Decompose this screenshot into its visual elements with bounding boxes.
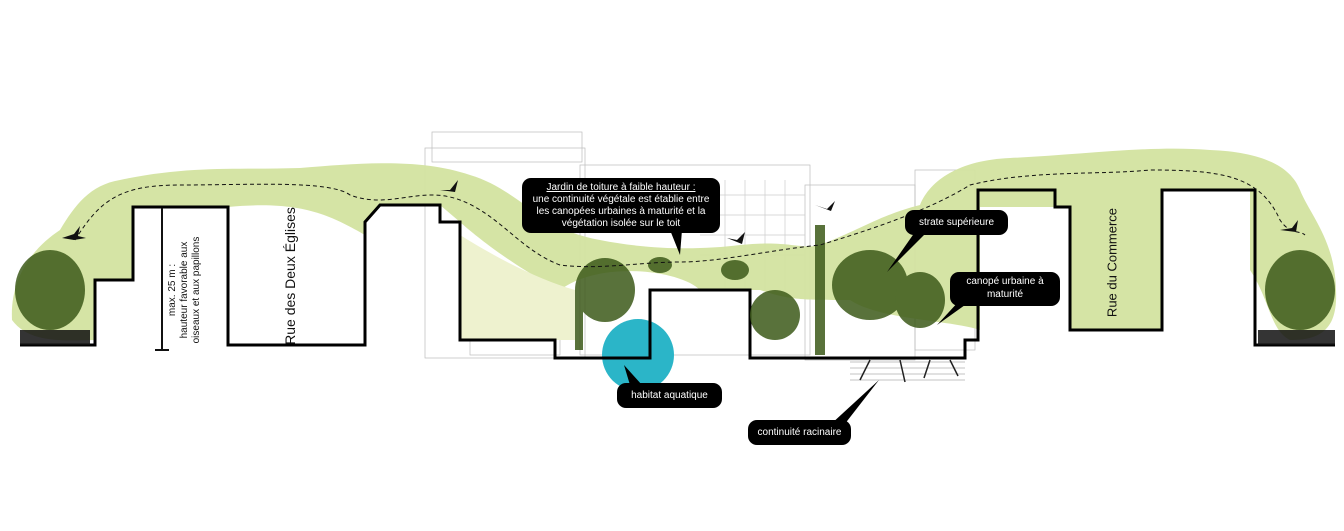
height-text-2: oiseaux et aux papillons: [191, 236, 202, 344]
upper-stratum-label: strate supérieure: [905, 210, 1008, 235]
aquatic-habitat-pond: [602, 319, 674, 391]
street-label-left: Rue des Deux Églises: [282, 207, 298, 345]
label-pointers: [624, 230, 972, 425]
aquatic-habitat-label: habitat aquatique: [617, 383, 722, 408]
roof-garden-text: une continuité végétale est établie entr…: [532, 194, 710, 229]
height-marker: [155, 208, 169, 351]
root-zone: [850, 361, 965, 381]
green-corridor: [11, 148, 1337, 341]
roof-garden-label: Jardin de toiture à faible hauteur : une…: [522, 178, 720, 233]
bird-icons: [62, 180, 1298, 244]
mature-canopy-label: canopé urbaine à maturité: [950, 272, 1060, 306]
height-title: max. 25 m :: [167, 263, 178, 317]
height-text-1: hauteur favorable aux: [179, 241, 190, 339]
pale-green-area: [460, 235, 575, 340]
roots: [859, 359, 959, 383]
root-continuity-label: continuité racinaire: [748, 420, 851, 445]
trees: [15, 225, 1335, 355]
roof-garden-title: Jardin de toiture à faible hauteur :: [546, 182, 696, 193]
height-note: max. 25 m : hauteur favorable aux oiseau…: [167, 210, 203, 370]
building-section-outline: [20, 188, 1335, 360]
street-label-right: Rue du Commerce: [1104, 207, 1120, 318]
